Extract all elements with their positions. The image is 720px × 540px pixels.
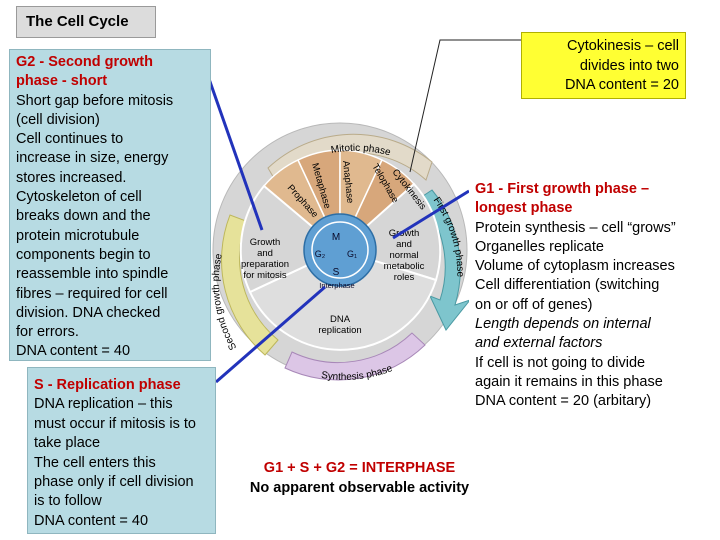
g2-line-1: Short gap before mitosis — [16, 92, 174, 109]
g1-line-4: Cell differentiation (switching — [475, 277, 660, 294]
s-line-4: The cell enters this — [34, 454, 156, 471]
g1-sector-line-3: normal — [389, 250, 418, 261]
cyto-line-2: divides into two — [579, 57, 679, 74]
g2-heading-2: phase - short — [16, 73, 108, 90]
g1-heading-1: G1 - First growth phase – — [475, 181, 650, 197]
inner-m: M — [332, 232, 340, 243]
cytokinesis-pointer-line — [409, 39, 521, 173]
g2-sector-line-4: for mitosis — [243, 270, 287, 281]
s-info-box: S - Replication phase DNA replication – … — [27, 367, 216, 534]
inner-g1: G₁ — [347, 249, 357, 259]
second-growth-arrow — [221, 214, 279, 356]
g2-line-13: for errors. — [16, 324, 79, 341]
interphase-equation: G1 + S + G2 = INTERPHASE — [263, 460, 456, 476]
g1-sector-line-1: Growth — [389, 228, 420, 239]
g2-heading-1: G2 - Second growth — [16, 54, 153, 70]
sector-s — [248, 248, 438, 351]
s-line-6: is to follow — [34, 493, 102, 510]
s-line-5: phase only if cell division — [34, 474, 194, 491]
cyto-line-3: DNA content = 20 — [564, 77, 679, 93]
g2-line-11: fibres – required for cell — [16, 285, 168, 302]
inner-s: S — [333, 267, 340, 278]
g2-line-7: breaks down and the — [16, 208, 151, 225]
g2-sector-line-2: and — [257, 248, 273, 259]
g1-line-5: on or off of genes) — [475, 296, 593, 313]
g1-line-1: Protein synthesis – cell “grows” — [475, 219, 676, 236]
cyto-line-1: Cytokinesis – cell — [566, 38, 679, 54]
s-heading: S - Replication phase — [34, 377, 181, 393]
g2-line-14: DNA content = 40 — [16, 343, 131, 360]
s-sector-line-1: DNA — [330, 314, 351, 325]
g1-heading-2: longest phase — [475, 200, 573, 217]
inner-g2: G₂ — [315, 249, 326, 259]
g1-tail-line-1: If cell is not going to divide — [475, 354, 646, 371]
s-line-2: must occur if mitosis is to — [34, 415, 196, 432]
inner-ring — [311, 221, 369, 279]
page-title: The Cell Cycle — [16, 6, 156, 38]
g1-italic-line-2: and external factors — [475, 335, 603, 352]
g2-sector-line-1: Growth — [250, 237, 281, 248]
g2-line-6: Cytoskeleton of cell — [16, 189, 142, 206]
g2-line-9: components begin to — [16, 246, 151, 263]
s-line-7: DNA content = 40 — [34, 512, 149, 529]
stage-anaphase: Anaphase — [340, 160, 355, 204]
interphase-summary-box: G1 + S + G2 = INTERPHASE No apparent obs… — [233, 451, 486, 507]
g1-sector-line-4: metabolic — [384, 261, 425, 272]
g2-line-5: stores increased. — [16, 169, 127, 186]
g2-line-4: increase in size, energy — [16, 150, 169, 167]
g2-info-box: G2 - Second growth phase - short Short g… — [9, 49, 211, 361]
g1-tail-line-3: DNA content = 20 (arbitary) — [475, 393, 652, 410]
g2-line-10: reassemble into spindle — [16, 266, 169, 283]
s-line-3: take place — [34, 435, 101, 452]
g2-line-8: protein microtubule — [16, 227, 140, 244]
g2-line-2: (cell division) — [16, 111, 100, 128]
g1-tail-line-2: again it remains in this phase — [475, 373, 663, 390]
synthesis-arrow — [284, 332, 426, 381]
g2-pointer-line — [206, 75, 264, 231]
sector-g2 — [239, 184, 342, 294]
g1-pointer-line — [392, 189, 470, 240]
g1-line-3: Volume of cytoplasm increases — [475, 258, 675, 275]
s-pointer-line — [215, 285, 326, 384]
s-sector-line-2: replication — [318, 325, 361, 336]
s-line-1: DNA replication – this — [34, 396, 173, 413]
inner-disc — [303, 213, 377, 287]
interphase-note: No apparent observable activity — [249, 480, 470, 496]
cytokinesis-info-box: Cytokinesis – cell divides into two DNA … — [521, 32, 686, 99]
g2-line-3: Cell continues to — [16, 131, 124, 148]
g1-sector-line-2: and — [396, 239, 412, 250]
g2-sector-line-3: preparation — [241, 259, 289, 270]
g1-line-2: Organelles replicate — [475, 238, 604, 255]
g1-sector-line-5: roles — [394, 272, 415, 283]
g1-italic-line-1: Length depends on internal — [475, 316, 651, 333]
g2-line-12: division. DNA checked — [16, 304, 161, 321]
inner-interphase: Interphase — [319, 281, 354, 290]
g1-info-box: G1 - First growth phase – longest phase … — [469, 178, 703, 418]
